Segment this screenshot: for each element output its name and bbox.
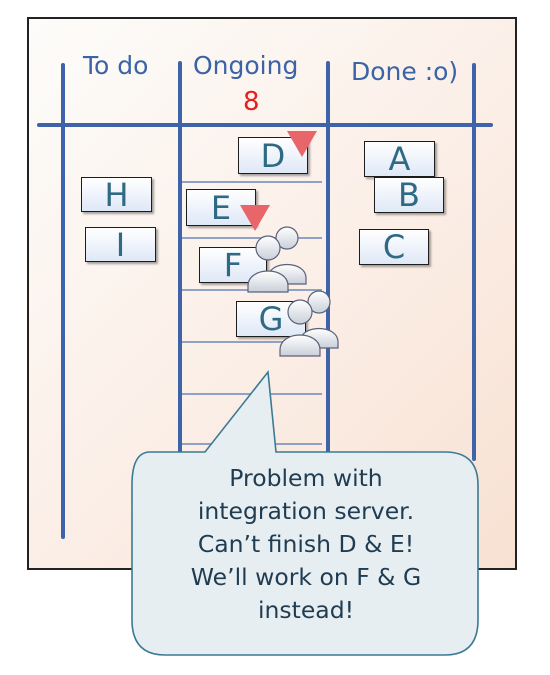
column-title-done: Done :o) xyxy=(351,57,459,86)
card-a[interactable]: A xyxy=(364,141,435,177)
callout-text: Problem with integration server. Can’t f… xyxy=(145,462,467,627)
header-line xyxy=(37,123,493,127)
callout-line: We’ll work on F & G xyxy=(190,563,422,591)
callout-line: instead! xyxy=(257,596,355,624)
wip-slot-line xyxy=(182,181,322,183)
ongoing-done-divider xyxy=(326,61,330,459)
card-i[interactable]: I xyxy=(85,227,156,262)
blocker-flag-icon xyxy=(287,131,317,157)
card-c[interactable]: C xyxy=(359,229,429,265)
developer-group-icon xyxy=(247,226,307,293)
blocker-flag-icon xyxy=(240,205,270,231)
wip-limit: 8 xyxy=(243,87,260,117)
wip-slot-line xyxy=(182,237,322,239)
board-right-line xyxy=(472,63,476,461)
callout-line: Can’t finish D & E! xyxy=(197,530,415,558)
todo-ongoing-divider xyxy=(178,61,182,459)
developer-group-icon xyxy=(279,290,339,357)
callout-line: integration server. xyxy=(197,497,415,525)
card-b[interactable]: B xyxy=(374,177,444,213)
callout-line: Problem with xyxy=(229,464,383,492)
column-title-todo: To do xyxy=(83,51,149,80)
column-title-ongoing: Ongoing xyxy=(193,51,299,80)
card-h[interactable]: H xyxy=(81,177,152,212)
wip-slot-line xyxy=(182,341,322,343)
board-left-line xyxy=(61,63,65,539)
